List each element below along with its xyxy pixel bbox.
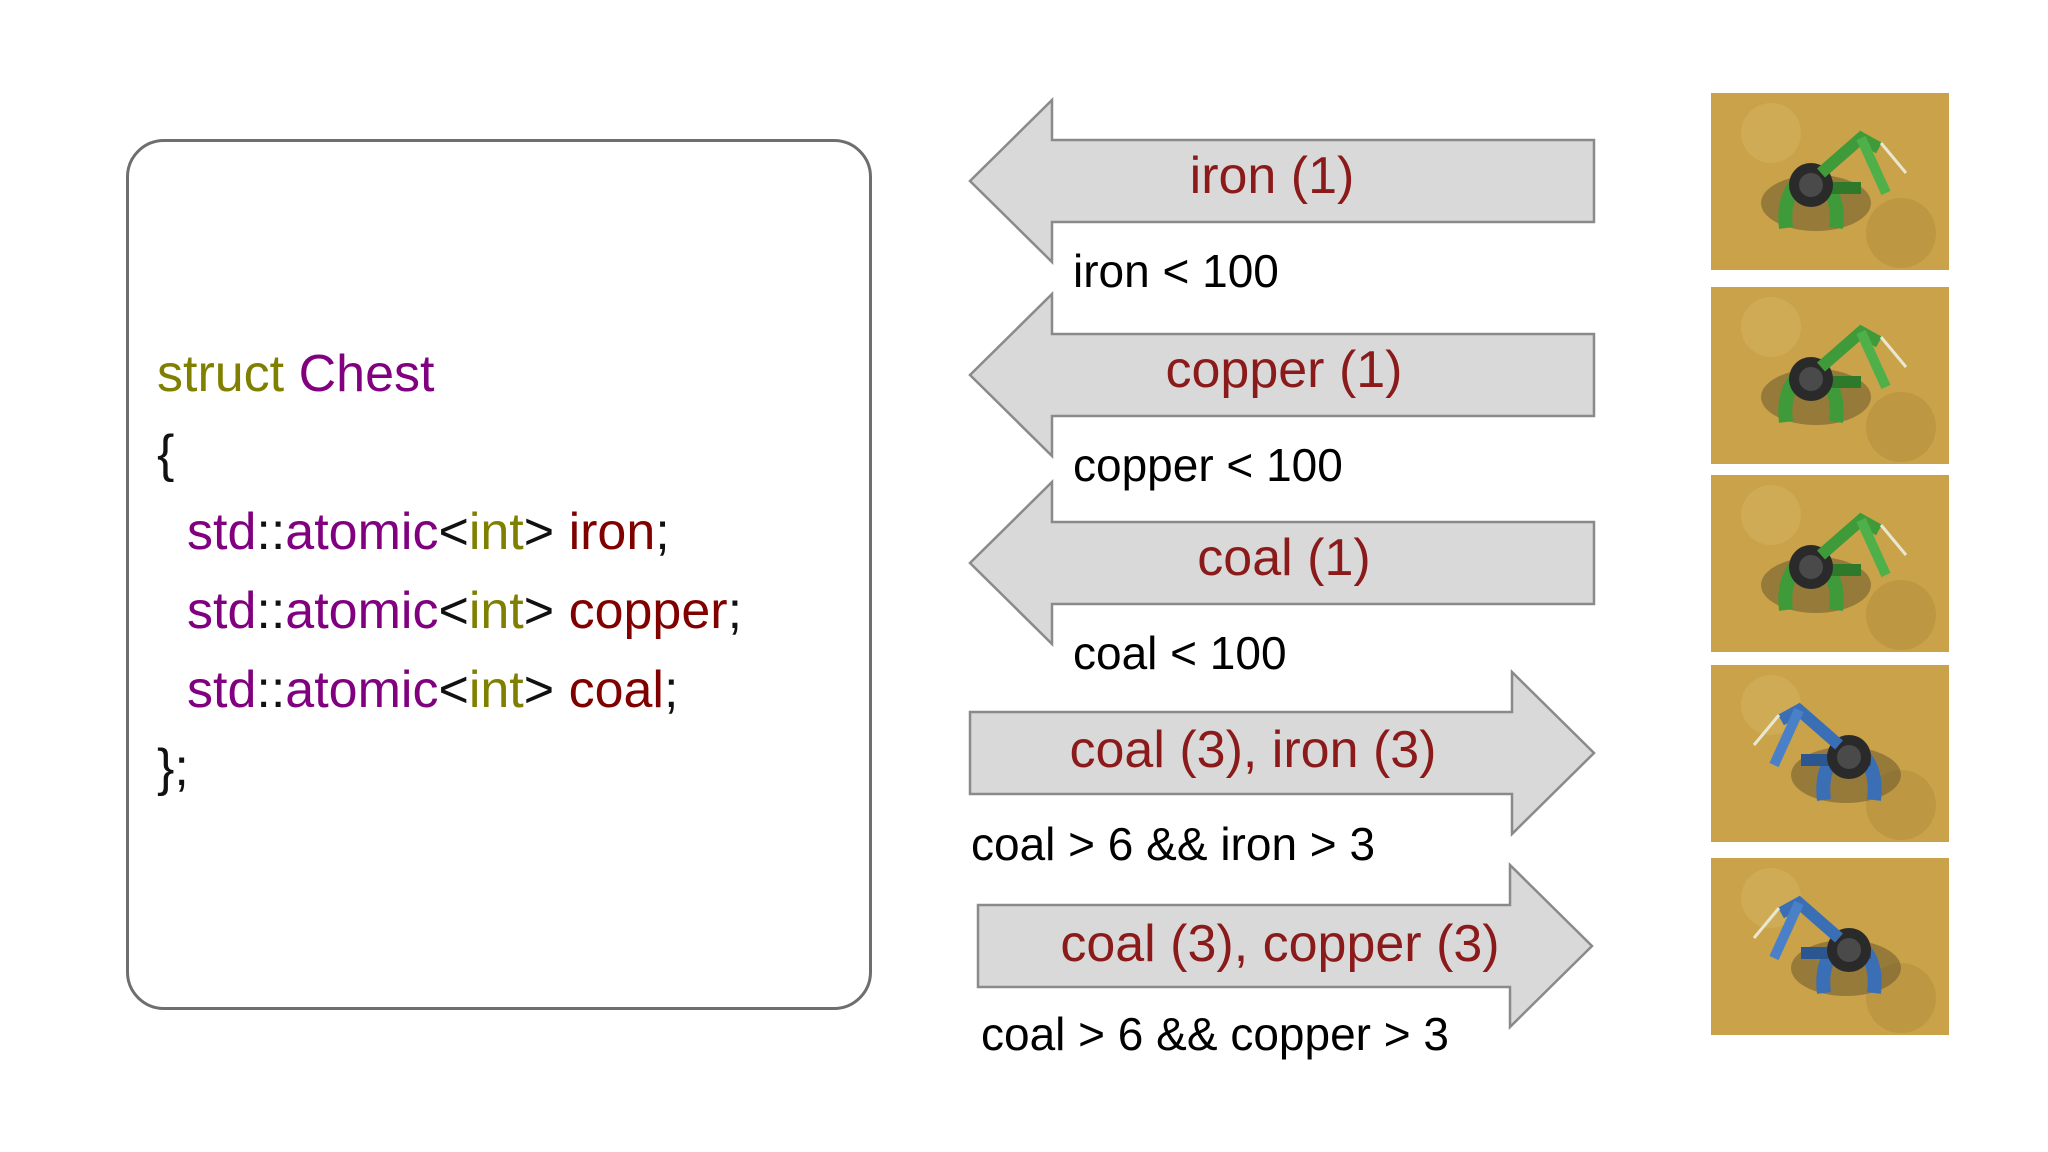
code-line-member-iron: std::atomic<int> iron; — [187, 502, 670, 562]
member-namespace: std — [187, 582, 257, 640]
arrow-label-coal: coal (1) — [1197, 529, 1371, 587]
member-type: int — [468, 661, 524, 719]
inserter-icon — [1711, 475, 1949, 652]
arrow-label-copper: copper (1) — [1165, 341, 1403, 399]
condition-label-copper: copper < 100 — [1073, 439, 1343, 491]
right-arrow-coal-iron — [968, 669, 1596, 837]
member-template: atomic — [285, 661, 439, 719]
inserter-icon — [1711, 93, 1949, 270]
left-arrow-iron — [968, 97, 1596, 265]
member-semicolon: ; — [663, 661, 679, 719]
close-brace: }; — [157, 739, 189, 797]
member-lt: < — [438, 582, 469, 640]
member-type: int — [468, 503, 524, 561]
code-line-open-brace: { — [157, 424, 174, 484]
member-lt: < — [438, 503, 469, 561]
member-name: iron — [568, 503, 656, 561]
condition-label-coal-copper: coal > 6 && copper > 3 — [981, 1008, 1449, 1060]
struct-keyword: struct — [157, 345, 285, 403]
code-line-struct: struct Chest — [157, 344, 434, 404]
condition-label-coal-iron: coal > 6 && iron > 3 — [971, 818, 1376, 870]
struct-name: Chest — [298, 345, 435, 403]
code-panel — [126, 139, 872, 1010]
open-brace: { — [157, 425, 175, 483]
left-arrow-copper — [968, 291, 1596, 459]
member-lt: < — [438, 661, 469, 719]
member-namespace: std — [187, 503, 257, 561]
member-name: copper — [568, 582, 728, 640]
inserter-icon — [1711, 665, 1949, 842]
member-scope-sep: :: — [256, 661, 286, 719]
condition-label-coal: coal < 100 — [1073, 627, 1287, 679]
left-arrow-coal — [968, 479, 1596, 647]
member-template: atomic — [285, 582, 439, 640]
member-type: int — [468, 582, 524, 640]
member-template: atomic — [285, 503, 439, 561]
member-name: coal — [568, 661, 664, 719]
member-gt: > — [523, 661, 555, 719]
code-line-member-copper: std::atomic<int> copper; — [187, 581, 742, 641]
member-semicolon: ; — [655, 503, 670, 561]
inserter-icon — [1711, 287, 1949, 464]
code-line-member-coal: std::atomic<int> coal; — [187, 660, 678, 720]
arrow-label-coal-copper: coal (3), copper (3) — [1060, 915, 1500, 973]
right-arrow-coal-copper — [976, 862, 1594, 1030]
member-gt: > — [523, 582, 555, 640]
member-gt: > — [523, 503, 555, 561]
member-namespace: std — [187, 661, 257, 719]
code-line-close-brace: }; — [157, 738, 189, 798]
member-scope-sep: :: — [256, 503, 286, 561]
member-scope-sep: :: — [256, 582, 286, 640]
arrow-label-coal-iron: coal (3), iron (3) — [1069, 721, 1437, 779]
condition-label-iron: iron < 100 — [1073, 245, 1279, 297]
inserter-icon — [1711, 858, 1949, 1035]
member-semicolon: ; — [727, 582, 743, 640]
arrow-label-iron: iron (1) — [1189, 147, 1355, 205]
